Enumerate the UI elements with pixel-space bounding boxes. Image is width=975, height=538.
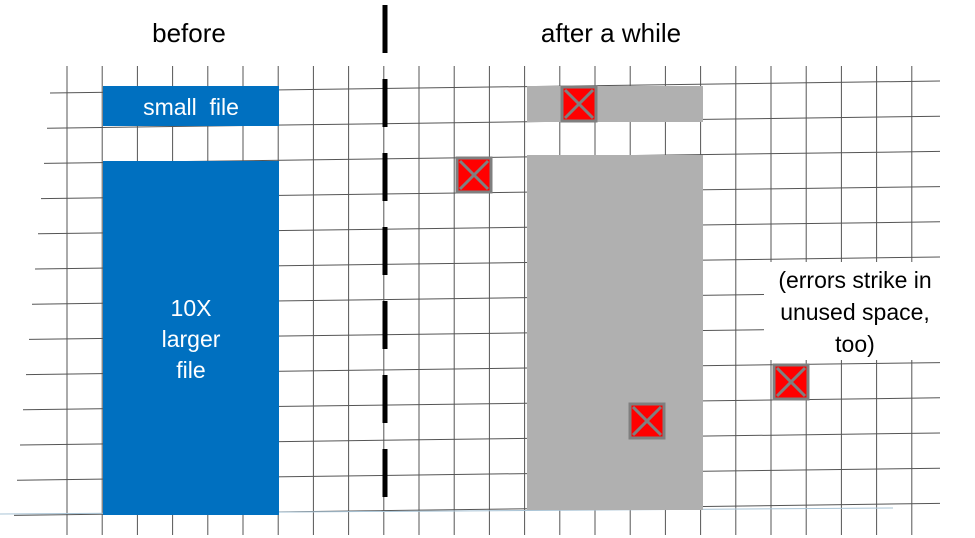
note-background (764, 262, 946, 360)
error-marker (628, 402, 666, 440)
small-file-label: small file (143, 94, 239, 120)
disk-grid (0, 66, 941, 535)
heading-before: before (152, 18, 226, 48)
faded-small-file-block (527, 86, 703, 122)
grid-line-horizontal (46, 115, 941, 129)
note-line-1: (errors strike in (778, 267, 931, 293)
note-line-2: unused space, (780, 299, 930, 325)
heading-after-a-while: after a while (541, 18, 681, 48)
note-line-3: too) (835, 331, 875, 357)
large-file-label-line-2: larger (162, 326, 221, 352)
large-file-label-line-1: 10X (171, 295, 212, 321)
small-file-block (103, 86, 279, 126)
error-marker (772, 363, 810, 401)
faded-large-file-block (527, 155, 703, 510)
error-marker (560, 85, 598, 123)
error-marker (455, 156, 493, 194)
large-file-block (103, 161, 279, 515)
large-file-label-line-3: file (176, 357, 205, 383)
